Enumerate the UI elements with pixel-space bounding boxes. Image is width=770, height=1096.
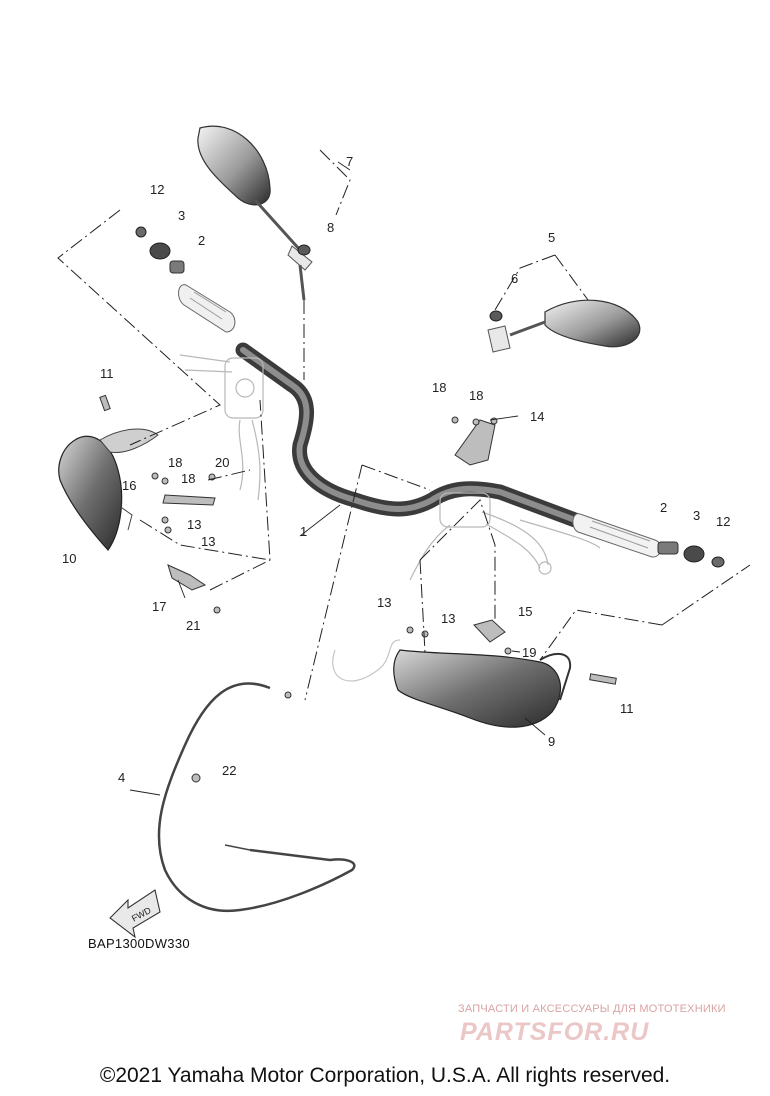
left-hand-guard xyxy=(58,428,159,551)
drawing-code: BAP1300DW330 xyxy=(88,936,190,951)
fwd-arrow-icon: FWD xyxy=(109,889,161,939)
callout-13-b: 13 xyxy=(201,534,215,549)
callout-9: 9 xyxy=(548,734,555,749)
callout-11-left: 11 xyxy=(100,366,114,381)
callout-5: 5 xyxy=(548,230,555,245)
callout-2-left: 2 xyxy=(198,233,205,248)
callout-1: 1 xyxy=(300,524,307,539)
right-hand-guard xyxy=(393,649,572,728)
right-mirror xyxy=(487,299,641,353)
copyright-notice: ©2021 Yamaha Motor Corporation, U.S.A. A… xyxy=(99,1064,671,1087)
callout-12-left: 12 xyxy=(150,182,164,197)
callout-21: 21 xyxy=(186,618,200,633)
throttle-cable xyxy=(157,682,356,913)
callout-11-right: 11 xyxy=(620,701,634,716)
left-switch-assembly xyxy=(179,354,264,501)
callout-17: 17 xyxy=(152,599,166,614)
callout-3-right: 3 xyxy=(693,508,700,523)
callout-15: 15 xyxy=(518,604,532,619)
callout-18-d: 18 xyxy=(181,471,195,486)
callout-3-left: 3 xyxy=(178,208,185,223)
right-grip xyxy=(572,513,662,558)
callout-18-c: 18 xyxy=(168,455,182,470)
callout-13-a: 13 xyxy=(187,517,201,532)
left-mirror xyxy=(197,125,313,301)
right-grip-end xyxy=(489,310,725,568)
watermark-tagline: ЗАПЧАСТИ И АКСЕССУАРЫ ДЛЯ МОТОТЕХНИКИ xyxy=(458,1003,726,1015)
handlebar xyxy=(235,342,583,528)
callout-13-c: 13 xyxy=(377,595,391,610)
callout-7: 7 xyxy=(346,154,353,169)
callout-16: 16 xyxy=(122,478,136,493)
right-lever-assembly xyxy=(409,492,601,581)
watermark-logo: PARTSFOR.RU xyxy=(460,1018,650,1046)
callout-14: 14 xyxy=(530,409,544,424)
leader-lines xyxy=(57,149,751,701)
callout-18-a: 18 xyxy=(432,380,446,395)
callout-10: 10 xyxy=(62,551,76,566)
callout-20: 20 xyxy=(215,455,229,470)
callout-lines xyxy=(129,161,546,796)
callout-19: 19 xyxy=(522,645,536,660)
callout-18-b: 18 xyxy=(469,388,483,403)
brake-hose xyxy=(332,639,401,682)
callout-2-right: 2 xyxy=(660,500,667,515)
brackets-and-bolts xyxy=(99,394,617,783)
callout-labels: 1 2 2 3 3 4 5 6 7 8 9 10 11 11 12 12 13 … xyxy=(62,154,730,785)
callout-6: 6 xyxy=(511,271,518,286)
left-grip-end xyxy=(135,226,311,274)
callout-22: 22 xyxy=(222,763,236,778)
callout-4: 4 xyxy=(118,770,125,785)
callout-12-right: 12 xyxy=(716,514,730,529)
callout-8: 8 xyxy=(327,220,334,235)
left-grip xyxy=(178,284,236,333)
callout-13-d: 13 xyxy=(441,611,455,626)
